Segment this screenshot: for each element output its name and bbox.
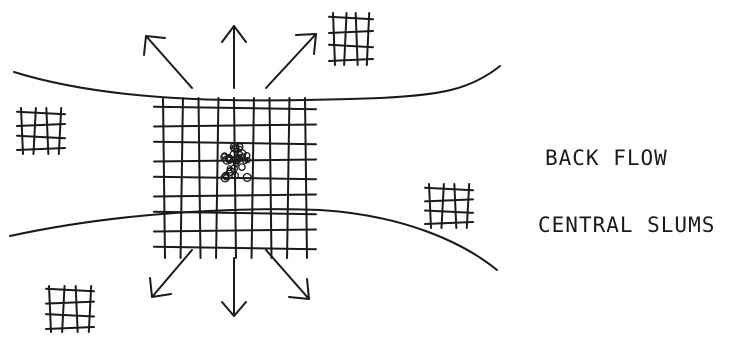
grid-line: [89, 286, 91, 332]
slum-scribble: [239, 164, 245, 170]
lower-boundary-curve: [10, 209, 497, 270]
grid-line: [17, 112, 65, 114]
grid-line: [76, 286, 78, 332]
grid-line: [154, 125, 316, 127]
grid-line: [62, 286, 64, 332]
grid-line: [163, 98, 165, 258]
grid-line: [154, 247, 316, 249]
grid-line: [333, 13, 335, 65]
label-central-slums: CENTRAL SLUMS: [538, 213, 715, 237]
grid-line: [46, 289, 94, 291]
grid-line: [425, 188, 473, 190]
arrow-up-right: [266, 34, 316, 88]
grid-line: [154, 195, 316, 197]
grid-patch-left: [17, 108, 65, 154]
grid-line: [329, 17, 373, 19]
grid-line: [33, 108, 35, 154]
arrow-up: [222, 26, 246, 88]
arrow-up-left: [144, 36, 192, 88]
grid-line: [46, 314, 94, 316]
upper-boundary-curve: [14, 66, 500, 100]
grid-line: [305, 98, 307, 258]
grid-line: [425, 222, 473, 224]
grid-line: [429, 184, 431, 228]
grid-line: [46, 302, 94, 304]
grid-line: [454, 184, 456, 228]
grid-line: [154, 212, 316, 214]
grid-patch-top-right: [329, 13, 373, 65]
grid-line: [17, 148, 65, 150]
grid-patch-bottom-left: [46, 286, 94, 332]
grid-line: [21, 108, 23, 154]
grid-line: [154, 230, 316, 232]
grid-patch-right: [425, 184, 473, 228]
grid-line: [17, 124, 65, 126]
grid-line: [329, 45, 373, 47]
grid-line: [49, 286, 51, 332]
grid-line: [46, 327, 94, 329]
label-back-flow: BACK FLOW: [545, 146, 668, 170]
grid-line: [154, 107, 316, 109]
grid-line: [441, 184, 443, 228]
grid-line: [367, 13, 369, 65]
grid-line: [46, 108, 48, 154]
grid-line: [17, 136, 65, 138]
grid-line: [425, 210, 473, 212]
grid-line: [356, 13, 358, 65]
arrow-down-left: [150, 250, 192, 297]
central-slum-core: [221, 143, 251, 182]
central-grid: [154, 98, 316, 258]
grid-line: [344, 13, 346, 65]
grid-line: [329, 31, 373, 33]
grid-line: [425, 199, 473, 201]
arrow-down: [222, 258, 246, 316]
